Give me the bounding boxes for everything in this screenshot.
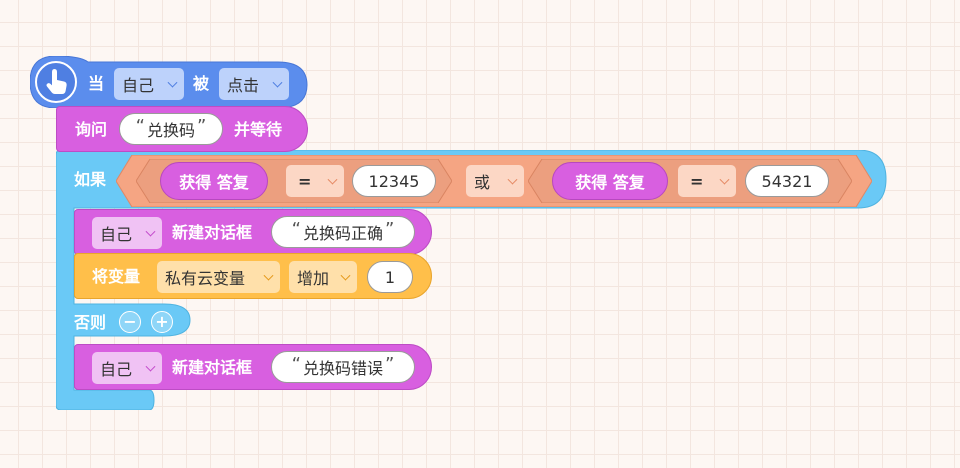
change-amount-input[interactable]: 1	[367, 261, 413, 293]
reporter-label: 获得 答复	[179, 173, 249, 192]
target-value: 自己	[122, 76, 155, 95]
chevron-down-icon	[145, 226, 156, 237]
pointer-hand-icon	[35, 61, 77, 103]
change-mode-dropdown[interactable]: 增加	[289, 261, 357, 293]
ask-label: 询问	[75, 120, 108, 139]
change-amount-value: 1	[384, 267, 396, 287]
when-label: 当	[88, 74, 105, 93]
chevron-down-icon	[145, 361, 156, 372]
ask-and-wait-block[interactable]: 询问 “ 兑换码 ” 并等待	[56, 106, 308, 152]
dialog-text-value: 兑换码正确	[302, 224, 383, 243]
equality-condition-right[interactable]: 获得 答复 = 54321	[528, 159, 852, 203]
variable-value: 私有云变量	[165, 269, 246, 288]
action-dropdown[interactable]: 点击	[219, 68, 289, 100]
variable-dropdown[interactable]: 私有云变量	[157, 261, 280, 293]
chevron-down-icon	[263, 270, 274, 281]
by-label: 被	[193, 74, 210, 93]
target-dropdown[interactable]: 自己	[114, 68, 184, 100]
remove-branch-button[interactable]: −	[119, 311, 141, 333]
get-answer-reporter-left[interactable]: 获得 答复	[160, 162, 268, 200]
then-dialog-target-dropdown[interactable]: 自己	[92, 217, 162, 249]
new-dialog-label: 新建对话框	[172, 358, 253, 377]
open-quote-icon: “	[291, 353, 301, 375]
else-label: 否则	[74, 313, 107, 332]
else-new-dialog-block[interactable]: 自己 新建对话框 “ 兑换码错误 ”	[74, 344, 432, 390]
then-dialog-text-input[interactable]: “ 兑换码正确 ”	[271, 216, 415, 248]
compare-value-input-right[interactable]: 54321	[745, 165, 829, 197]
new-dialog-label: 新建对话框	[172, 223, 253, 242]
close-quote-icon: ”	[197, 115, 207, 137]
compare-value-input-left[interactable]: 12345	[352, 165, 436, 197]
dialog-target-value: 自己	[100, 225, 133, 244]
else-dialog-target-dropdown[interactable]: 自己	[92, 352, 162, 384]
ask-text-value: 兑换码	[146, 121, 195, 140]
if-label: 如果	[74, 170, 107, 189]
close-quote-icon: ”	[385, 218, 395, 240]
chevron-down-icon	[719, 174, 730, 185]
close-quote-icon: ”	[385, 353, 395, 375]
dialog-text-value: 兑换码错误	[302, 359, 383, 378]
and-wait-label: 并等待	[234, 120, 283, 139]
chevron-down-icon	[272, 77, 283, 88]
chevron-down-icon	[327, 174, 338, 185]
plus-icon: +	[155, 312, 169, 331]
compare-value: 12345	[368, 171, 420, 191]
operator-value: =	[298, 171, 312, 191]
compare-value: 54321	[761, 171, 813, 191]
open-quote-icon: “	[135, 115, 145, 137]
equals-operator-dropdown-right[interactable]: =	[678, 165, 736, 197]
open-quote-icon: “	[291, 218, 301, 240]
equals-operator-dropdown-left[interactable]: =	[286, 165, 344, 197]
add-branch-button[interactable]: +	[151, 311, 173, 333]
reporter-label: 获得 答复	[575, 173, 645, 192]
action-value: 点击	[227, 76, 260, 95]
ask-text-input[interactable]: “ 兑换码 ”	[119, 113, 223, 145]
then-new-dialog-block[interactable]: 自己 新建对话框 “ 兑换码正确 ”	[74, 209, 432, 255]
equality-condition-left[interactable]: 获得 答复 = 12345	[136, 159, 452, 203]
chevron-down-icon	[507, 174, 518, 185]
change-mode-value: 增加	[297, 269, 330, 288]
get-answer-reporter-right[interactable]: 获得 答复	[552, 162, 668, 200]
change-variable-block[interactable]: 将变量 私有云变量 增加 1	[74, 253, 432, 299]
or-operator-value: 或	[474, 173, 491, 192]
operator-value: =	[690, 171, 704, 191]
change-variable-label: 将变量	[92, 267, 141, 286]
chevron-down-icon	[340, 270, 351, 281]
or-operator-dropdown[interactable]: 或	[466, 165, 524, 197]
minus-icon: −	[123, 312, 137, 331]
dialog-target-value: 自己	[100, 360, 133, 379]
chevron-down-icon	[167, 77, 178, 88]
when-clicked-event-block[interactable]: 当 自己 被 点击	[30, 56, 310, 108]
else-dialog-text-input[interactable]: “ 兑换码错误 ”	[271, 351, 415, 383]
